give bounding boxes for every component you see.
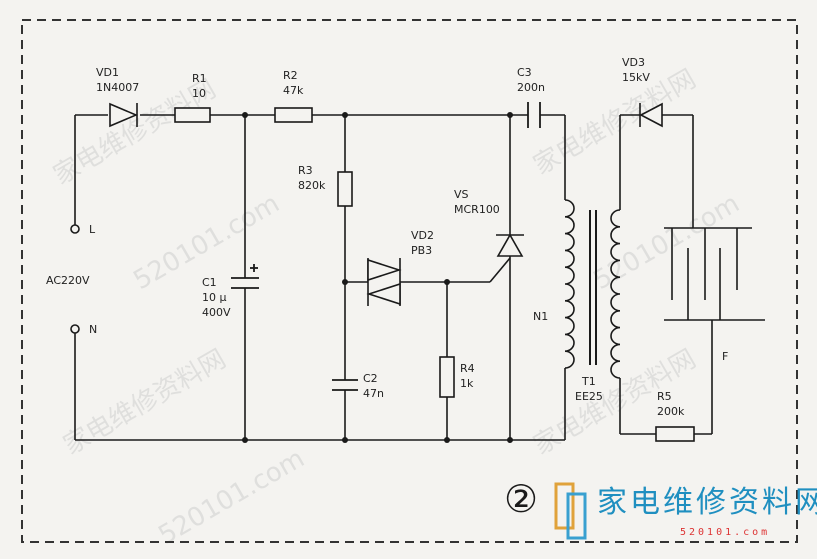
terminal-l: [70, 224, 80, 234]
transformer-t1: [564, 199, 621, 379]
label-r4-value: 1k: [460, 377, 474, 390]
thyristor-vs: [496, 233, 524, 257]
label-r1-ref: R1: [192, 72, 207, 85]
label-r5-ref: R5: [657, 390, 672, 403]
resistor-r3: [337, 171, 353, 207]
label-vd1-value: 1N4007: [96, 81, 139, 94]
figure-number: ②: [504, 477, 538, 521]
label-vd3-value: 15kV: [622, 71, 650, 84]
resistor-r2: [274, 107, 313, 123]
terminals: [70, 224, 80, 334]
label-vd2-value: PB3: [411, 244, 432, 257]
watermark-url: 520101.com: [589, 189, 745, 297]
watermark-url: 520101.com: [154, 444, 310, 552]
label-vd1-ref: VD1: [96, 66, 119, 79]
logo-mark: [554, 482, 575, 530]
label-c1-value: 10 μ: [202, 291, 227, 304]
label-vs-value: MCR100: [454, 203, 500, 216]
label-grid-f: F: [722, 350, 728, 363]
site-logo: 家电维修资料网 520101.com: [554, 482, 817, 540]
primary-winding: [564, 199, 575, 369]
diac-vd2: [366, 258, 402, 306]
logo-url: 520101.com: [680, 527, 770, 538]
secondary-winding: [610, 209, 621, 379]
capacitor-c2: [332, 379, 358, 391]
logo-text: 家电维修资料网: [597, 485, 817, 520]
label-c3-value: 200n: [517, 81, 545, 94]
label-r1-value: 10: [192, 87, 206, 100]
watermark-text: 家电维修资料网: [529, 344, 702, 461]
electrode-grid-f: [664, 227, 765, 321]
label-c2-value: 47n: [363, 387, 384, 400]
label-ac-supply: AC220V: [46, 274, 90, 287]
label-c1-voltage: 400V: [202, 306, 231, 319]
label-c2-ref: C2: [363, 372, 378, 385]
label-vd3-ref: VD3: [622, 56, 645, 69]
label-c3-ref: C3: [517, 66, 532, 79]
capacitor-c3: [527, 102, 541, 128]
label-r2-value: 47k: [283, 84, 304, 97]
watermark-text: 家电维修资料网: [529, 64, 702, 181]
component-labels: VD1 1N4007 R1 10 R2 47k C3 200n VD3 15kV…: [46, 56, 728, 418]
label-terminal-n: N: [89, 323, 97, 336]
label-r4-ref: R4: [460, 362, 475, 375]
resistor-r5: [655, 426, 695, 442]
junctions: [242, 112, 513, 443]
label-r5-value: 200k: [657, 405, 685, 418]
diode-vd3: [639, 102, 663, 128]
watermark: 家电维修资料网 520101.com 家电维修资料网 520101.com 家电…: [49, 64, 745, 551]
label-vd2-ref: VD2: [411, 229, 434, 242]
label-t1-value: EE25: [575, 390, 603, 403]
label-vs-ref: VS: [454, 188, 469, 201]
label-r2-ref: R2: [283, 69, 298, 82]
label-n1: N1: [533, 310, 548, 323]
capacitor-c1: [231, 264, 259, 289]
label-terminal-l: L: [89, 223, 96, 236]
dashed-frame: [21, 19, 798, 543]
logo-mark: [566, 492, 587, 540]
watermark-text: 家电维修资料网: [59, 344, 232, 461]
terminal-n: [70, 324, 80, 334]
label-t1-ref: T1: [581, 375, 596, 388]
label-r3-value: 820k: [298, 179, 326, 192]
resistor-r1: [174, 107, 211, 123]
label-r3-ref: R3: [298, 164, 313, 177]
diode-vd1: [109, 102, 139, 128]
resistor-r4: [439, 356, 455, 398]
label-c1-ref: C1: [202, 276, 217, 289]
